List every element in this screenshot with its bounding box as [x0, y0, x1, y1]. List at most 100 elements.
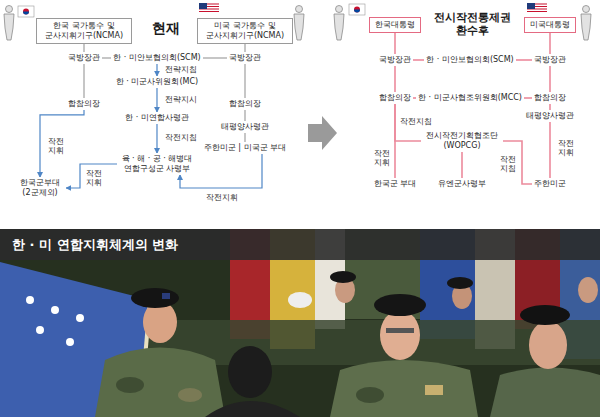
beret: [330, 271, 356, 283]
node-text: 국방장관: [534, 55, 566, 65]
connector: [102, 57, 111, 58]
node-text: 태평양사령관: [221, 122, 269, 132]
connector: [394, 66, 396, 92]
command-label: 한국군부대 (2군제외): [14, 177, 66, 198]
node-text: 합참의장: [229, 99, 261, 109]
suit: [205, 401, 300, 417]
edge-label: 작전지침: [399, 117, 433, 126]
connector: [516, 59, 532, 61]
soldier-head: [6, 6, 13, 13]
command-label: 한국군 부대: [372, 178, 419, 190]
node-text: 미국대통령: [530, 20, 570, 30]
canton: [199, 3, 207, 9]
connector: [549, 33, 551, 54]
node-text: 한국 국가통수 및 군사지휘기구(NCMA): [40, 21, 128, 40]
stripes: [527, 4, 547, 12]
taegeuk: [23, 12, 29, 15]
soldier-body: [294, 14, 304, 40]
command-label: 한 · 미안보협의회(SCM): [424, 54, 515, 66]
face: [380, 310, 420, 360]
beret: [374, 294, 426, 316]
soldier-head: [336, 6, 343, 13]
node-text: 주한미군 | 미국군 부대: [204, 143, 286, 153]
soldier-body: [581, 14, 591, 40]
beret-flash: [162, 293, 170, 299]
soldier-body: [334, 14, 344, 40]
uniform: [330, 360, 478, 417]
command-label: 합참의장: [532, 92, 568, 104]
connector: [40, 110, 84, 178]
star: [51, 306, 59, 314]
command-label: 한 · 미군사위원회(MC): [114, 76, 200, 88]
edge-label: 작전지휘: [556, 139, 576, 157]
command-label: 국방장관: [377, 54, 413, 66]
node-text: 전시작전기획협조단 (WOPCG): [423, 131, 501, 150]
edge-label: 전략지침: [164, 65, 198, 74]
connector: [524, 97, 532, 99]
star: [26, 296, 34, 304]
connector: [394, 33, 396, 54]
connector: [244, 44, 245, 53]
node-text: 국방장관: [229, 53, 261, 63]
command-box: 한국 국가통수 및 군사지휘기구(NCMA): [36, 18, 132, 43]
command-label: 한 · 미연합사령관: [123, 112, 191, 124]
command-label: 국방장관: [66, 52, 102, 64]
flag-field: [199, 3, 219, 14]
face: [578, 277, 598, 303]
photo-ground: [0, 229, 600, 417]
node-text: 합참의장: [534, 93, 566, 103]
command-label: 유엔군사령부: [436, 178, 488, 190]
taegeuk: [23, 9, 29, 15]
star: [76, 314, 84, 322]
node-text: 합참의장: [379, 93, 411, 103]
badge: [425, 385, 443, 395]
node-text: 국방장관: [379, 55, 411, 65]
flag-field: [527, 3, 547, 14]
node-text: 합참의장: [68, 99, 100, 109]
command-label: 국방장관: [227, 52, 263, 64]
node-text: 유엔군사령부: [438, 179, 486, 189]
node-text: 국방장관: [68, 53, 100, 63]
node-text: 한 · 미안보협의회(SCM): [113, 53, 200, 63]
node-text: 육 · 해 · 공 · 해병대 연합구성군 사령부: [119, 154, 195, 173]
korean-flag: [18, 4, 365, 17]
command-label: 전시작전기획협조단 (WOPCG): [421, 130, 503, 151]
taegeuk: [354, 7, 360, 13]
command-label: 태평양사령관: [219, 121, 271, 133]
camo: [178, 388, 202, 402]
soldier-body: [4, 14, 14, 40]
connector: [394, 104, 396, 178]
camo: [116, 377, 144, 393]
flag-field: [349, 4, 365, 15]
command-label: 육 · 해 · 공 · 해병대 연합구성군 사령부: [117, 153, 197, 174]
connector: [156, 124, 157, 154]
command-box: 미국 국가통수 및 군사지휘기구(NCMA): [197, 18, 293, 43]
command-box: 미국대통령: [524, 17, 576, 33]
edge-label: 작전지침: [164, 133, 198, 142]
command-label: 한 · 미군사협조위원회(MCC): [416, 92, 524, 104]
star: [36, 326, 44, 334]
connector: [83, 44, 84, 53]
connector: [549, 122, 551, 178]
edge-label: 작전지휘: [205, 193, 239, 202]
soldier-icon: [4, 6, 591, 41]
node-text: 한 · 미군사위원회(MC): [116, 77, 198, 87]
command-label: 태평양사령관: [524, 110, 576, 122]
command-label: 주한미군 | 미국군 부대: [202, 142, 288, 154]
connector: [203, 57, 227, 58]
uniform: [490, 368, 600, 417]
ceremony-photo: [0, 229, 600, 417]
connector: [244, 110, 245, 121]
soldier-head: [296, 6, 303, 13]
edge-label: 작전지휘: [372, 149, 392, 167]
connector: [156, 64, 157, 76]
node-text: 한국군부대 (2군제외): [16, 178, 64, 197]
flag-field: [18, 6, 34, 17]
connector: [156, 88, 157, 112]
edge-label: 작전지휘: [46, 137, 66, 155]
command-label: 국방장관: [532, 54, 568, 66]
beret: [447, 277, 473, 289]
title-band: [0, 229, 600, 260]
star: [66, 338, 74, 346]
